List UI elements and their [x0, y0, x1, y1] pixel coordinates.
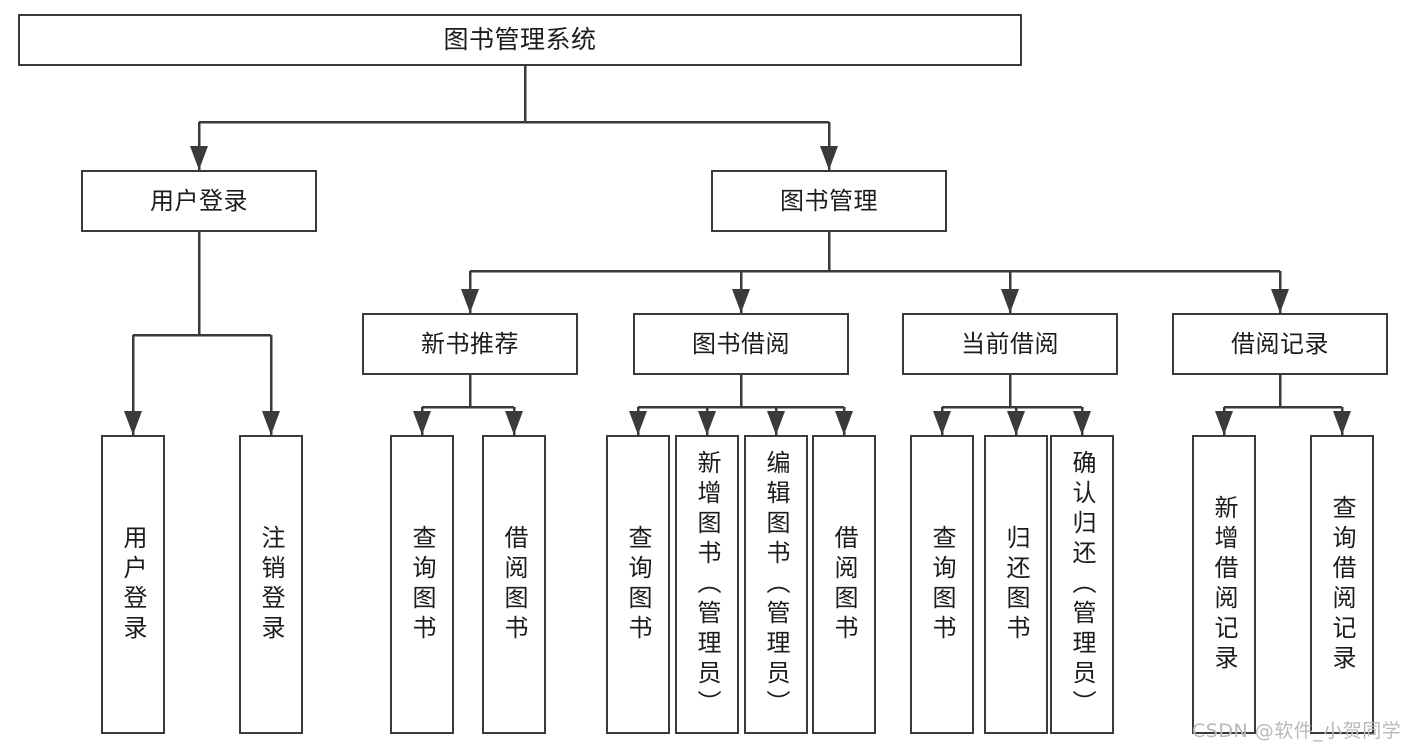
node-label: 当前借阅 [961, 329, 1059, 358]
node-leaf-ret[interactable]: 归还图书 [984, 435, 1048, 734]
conn-borrow-arrowhead-leaf-q2 [629, 411, 647, 435]
node-login[interactable]: 用户登录 [81, 170, 317, 232]
node-label: 确认归还（管理员） [1068, 449, 1096, 720]
node-label: 归还图书 [1002, 524, 1030, 645]
node-label: 借阅图书 [500, 524, 528, 645]
conn-current-arrowhead-leaf-q3 [933, 411, 951, 435]
node-leaf-logout[interactable]: 注销登录 [239, 435, 303, 734]
node-label: 图书管理系统 [443, 25, 597, 55]
node-leaf-q2[interactable]: 查询图书 [606, 435, 670, 734]
conn-bookmgmt-arrowhead-newbook [461, 289, 479, 313]
conn-borrow-arrowhead-leaf-edit [767, 411, 785, 435]
node-leaf-q1[interactable]: 查询图书 [390, 435, 454, 734]
node-label: 新增借阅记录 [1210, 494, 1238, 675]
watermark-text: CSDN @软件_小贺同学 [1192, 720, 1402, 742]
node-leaf-q3[interactable]: 查询图书 [910, 435, 974, 734]
node-bookmgmt[interactable]: 图书管理 [711, 170, 947, 232]
node-records[interactable]: 借阅记录 [1172, 313, 1388, 375]
conn-newbook-arrowhead-leaf-b1 [505, 411, 523, 435]
node-label: 查询借阅记录 [1328, 494, 1356, 675]
node-label: 查询图书 [624, 524, 652, 645]
node-leaf-login[interactable]: 用户登录 [101, 435, 165, 734]
node-label: 借阅图书 [830, 524, 858, 645]
conn-bookmgmt-arrowhead-borrow [732, 289, 750, 313]
node-current[interactable]: 当前借阅 [902, 313, 1118, 375]
node-root[interactable]: 图书管理系统 [18, 14, 1022, 66]
conn-current-arrowhead-leaf-conf [1073, 411, 1091, 435]
node-label: 用户登录 [119, 524, 147, 645]
conn-borrow-arrowhead-leaf-b2 [835, 411, 853, 435]
conn-login-arrowhead-leaf-logout [262, 411, 280, 435]
conn-bookmgmt-arrowhead-records [1271, 289, 1289, 313]
conn-records-arrowhead-leaf-qrec [1333, 411, 1351, 435]
node-label: 新增图书（管理员） [693, 449, 721, 720]
node-leaf-add[interactable]: 新增图书（管理员） [675, 435, 739, 734]
node-label: 图书借阅 [692, 329, 790, 358]
node-newbook[interactable]: 新书推荐 [362, 313, 578, 375]
conn-records-arrowhead-leaf-addrec [1215, 411, 1233, 435]
node-label: 借阅记录 [1231, 329, 1329, 358]
conn-newbook-arrowhead-leaf-q1 [413, 411, 431, 435]
node-borrow[interactable]: 图书借阅 [633, 313, 849, 375]
conn-bookmgmt-arrowhead-current [1001, 289, 1019, 313]
conn-login-arrowhead-leaf-login [124, 411, 142, 435]
node-label: 查询图书 [408, 524, 436, 645]
conn-borrow-arrowhead-leaf-add [698, 411, 716, 435]
node-leaf-edit[interactable]: 编辑图书（管理员） [744, 435, 808, 734]
node-label: 用户登录 [150, 186, 248, 215]
conn-root-arrowhead-bookmgmt [820, 146, 838, 170]
node-leaf-b2[interactable]: 借阅图书 [812, 435, 876, 734]
conn-root-arrowhead-login [190, 146, 208, 170]
node-label: 编辑图书（管理员） [762, 449, 790, 720]
node-leaf-addrec[interactable]: 新增借阅记录 [1192, 435, 1256, 734]
node-label: 图书管理 [780, 186, 878, 215]
node-label: 新书推荐 [421, 329, 519, 358]
node-leaf-qrec[interactable]: 查询借阅记录 [1310, 435, 1374, 734]
node-label: 查询图书 [928, 524, 956, 645]
node-leaf-b1[interactable]: 借阅图书 [482, 435, 546, 734]
node-leaf-conf[interactable]: 确认归还（管理员） [1050, 435, 1114, 734]
conn-current-arrowhead-leaf-ret [1007, 411, 1025, 435]
node-label: 注销登录 [257, 524, 285, 645]
